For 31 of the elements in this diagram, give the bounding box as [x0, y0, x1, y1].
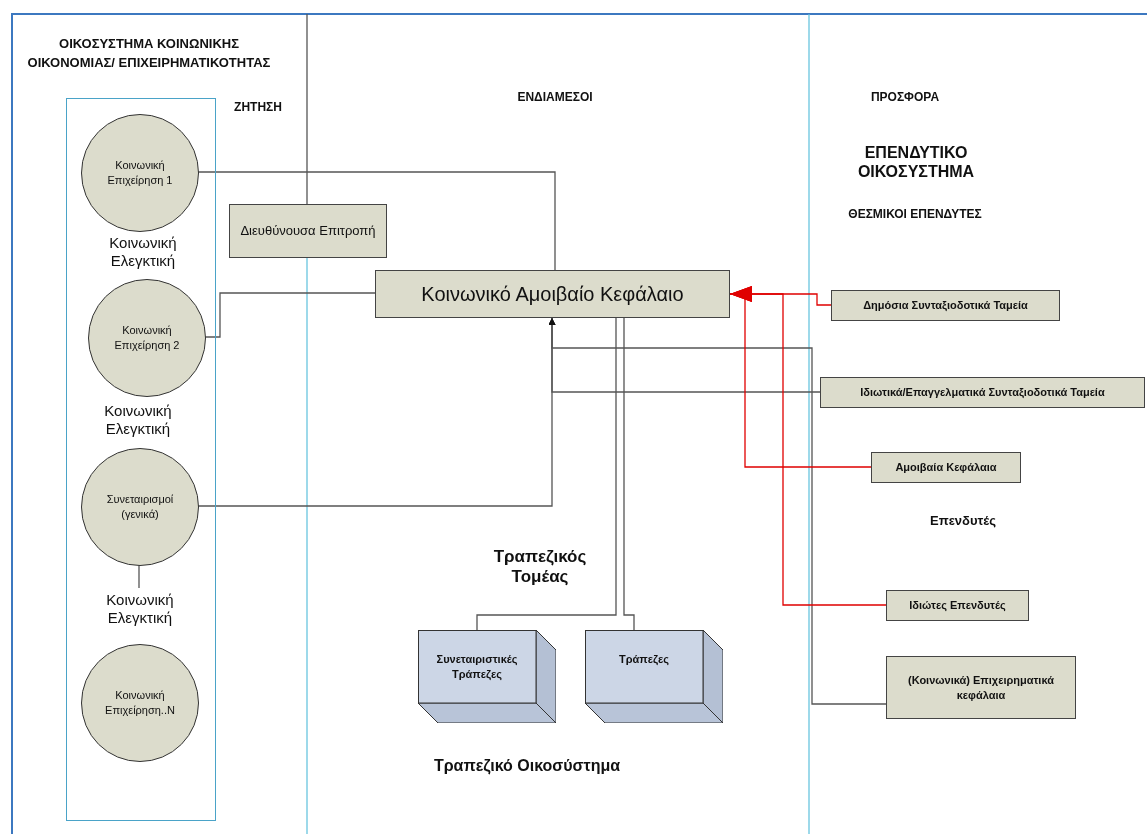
connector-line: [476, 317, 617, 631]
text-label: Τραπεζικό Οικοσύστημα: [432, 756, 622, 776]
node-text: Κοινωνική Ελεγκτική: [89, 589, 191, 629]
process-box: (Κοινωνικά) Επιχειρηματικά κεφάλαια: [886, 656, 1076, 719]
process-box: Κοινωνικό Αμοιβαίο Κεφάλαιο: [375, 270, 730, 318]
text-label: ΕΝΔΙΑΜΕΣΟΙ: [516, 90, 594, 105]
text-label: ΖΗΤΗΣΗ: [233, 100, 283, 115]
diagram-title: ΟΙΚΟΣΥΣΤΗΜΑ ΚΟΙΝΩΝΙΚΗΣ ΟΙΚΟΝΟΜΙΑΣ/ ΕΠΙΧΕΙΡΗΜΑΤΙΚΟΤΗΤΑΣ: [26, 35, 272, 72]
process-box: Δημόσια Συνταξιοδοτικά Ταμεία: [831, 290, 1060, 321]
connector-line: [204, 292, 376, 338]
connector-line: [548, 317, 887, 705]
text-label: ΘΕΣΜΙΚΟΙ ΕΠΕΝΔΥΤΕΣ: [847, 207, 983, 222]
entity-circle: Κοινωνική Επιχείρηση..Ν: [81, 644, 199, 762]
text-label: Κοινωνική Ελεγκτική: [103, 402, 173, 438]
entity-circle: Συνεταιρισμοί (γενικά): [81, 448, 199, 566]
process-box: Διευθύνουσα Επιτροπή: [229, 204, 387, 258]
connector-line: [197, 171, 556, 271]
text-label: Τραπεζικός Τομέας: [492, 547, 588, 588]
group-frame: [66, 98, 216, 821]
process-box: Αμοιβαία Κεφάλαια: [871, 452, 1021, 483]
text-label: ΕΠΕΝΔΥΤΙΚΟ ΟΙΚΟΣΥΣΤΗΜΑ: [856, 143, 976, 182]
entity-circle: Κοινωνική Επιχείρηση 1: [81, 114, 199, 232]
text-label: Επενδυτές: [929, 513, 997, 529]
process-box: Ιδιωτικά/Επαγγελματικά Συνταξιοδοτικά Ταμεία: [820, 377, 1145, 408]
connector-line: [138, 564, 140, 589]
connector-line: [623, 317, 635, 631]
entity-circle: Κοινωνική Επιχείρηση 2: [88, 279, 206, 397]
connector-line: [306, 13, 308, 205]
process-box: Ιδιώτες Επενδυτές: [886, 590, 1029, 621]
text-label: Κοινωνική Ελεγκτική: [108, 234, 178, 270]
text-label: ΠΡΟΣΦΟΡΑ: [869, 90, 941, 105]
